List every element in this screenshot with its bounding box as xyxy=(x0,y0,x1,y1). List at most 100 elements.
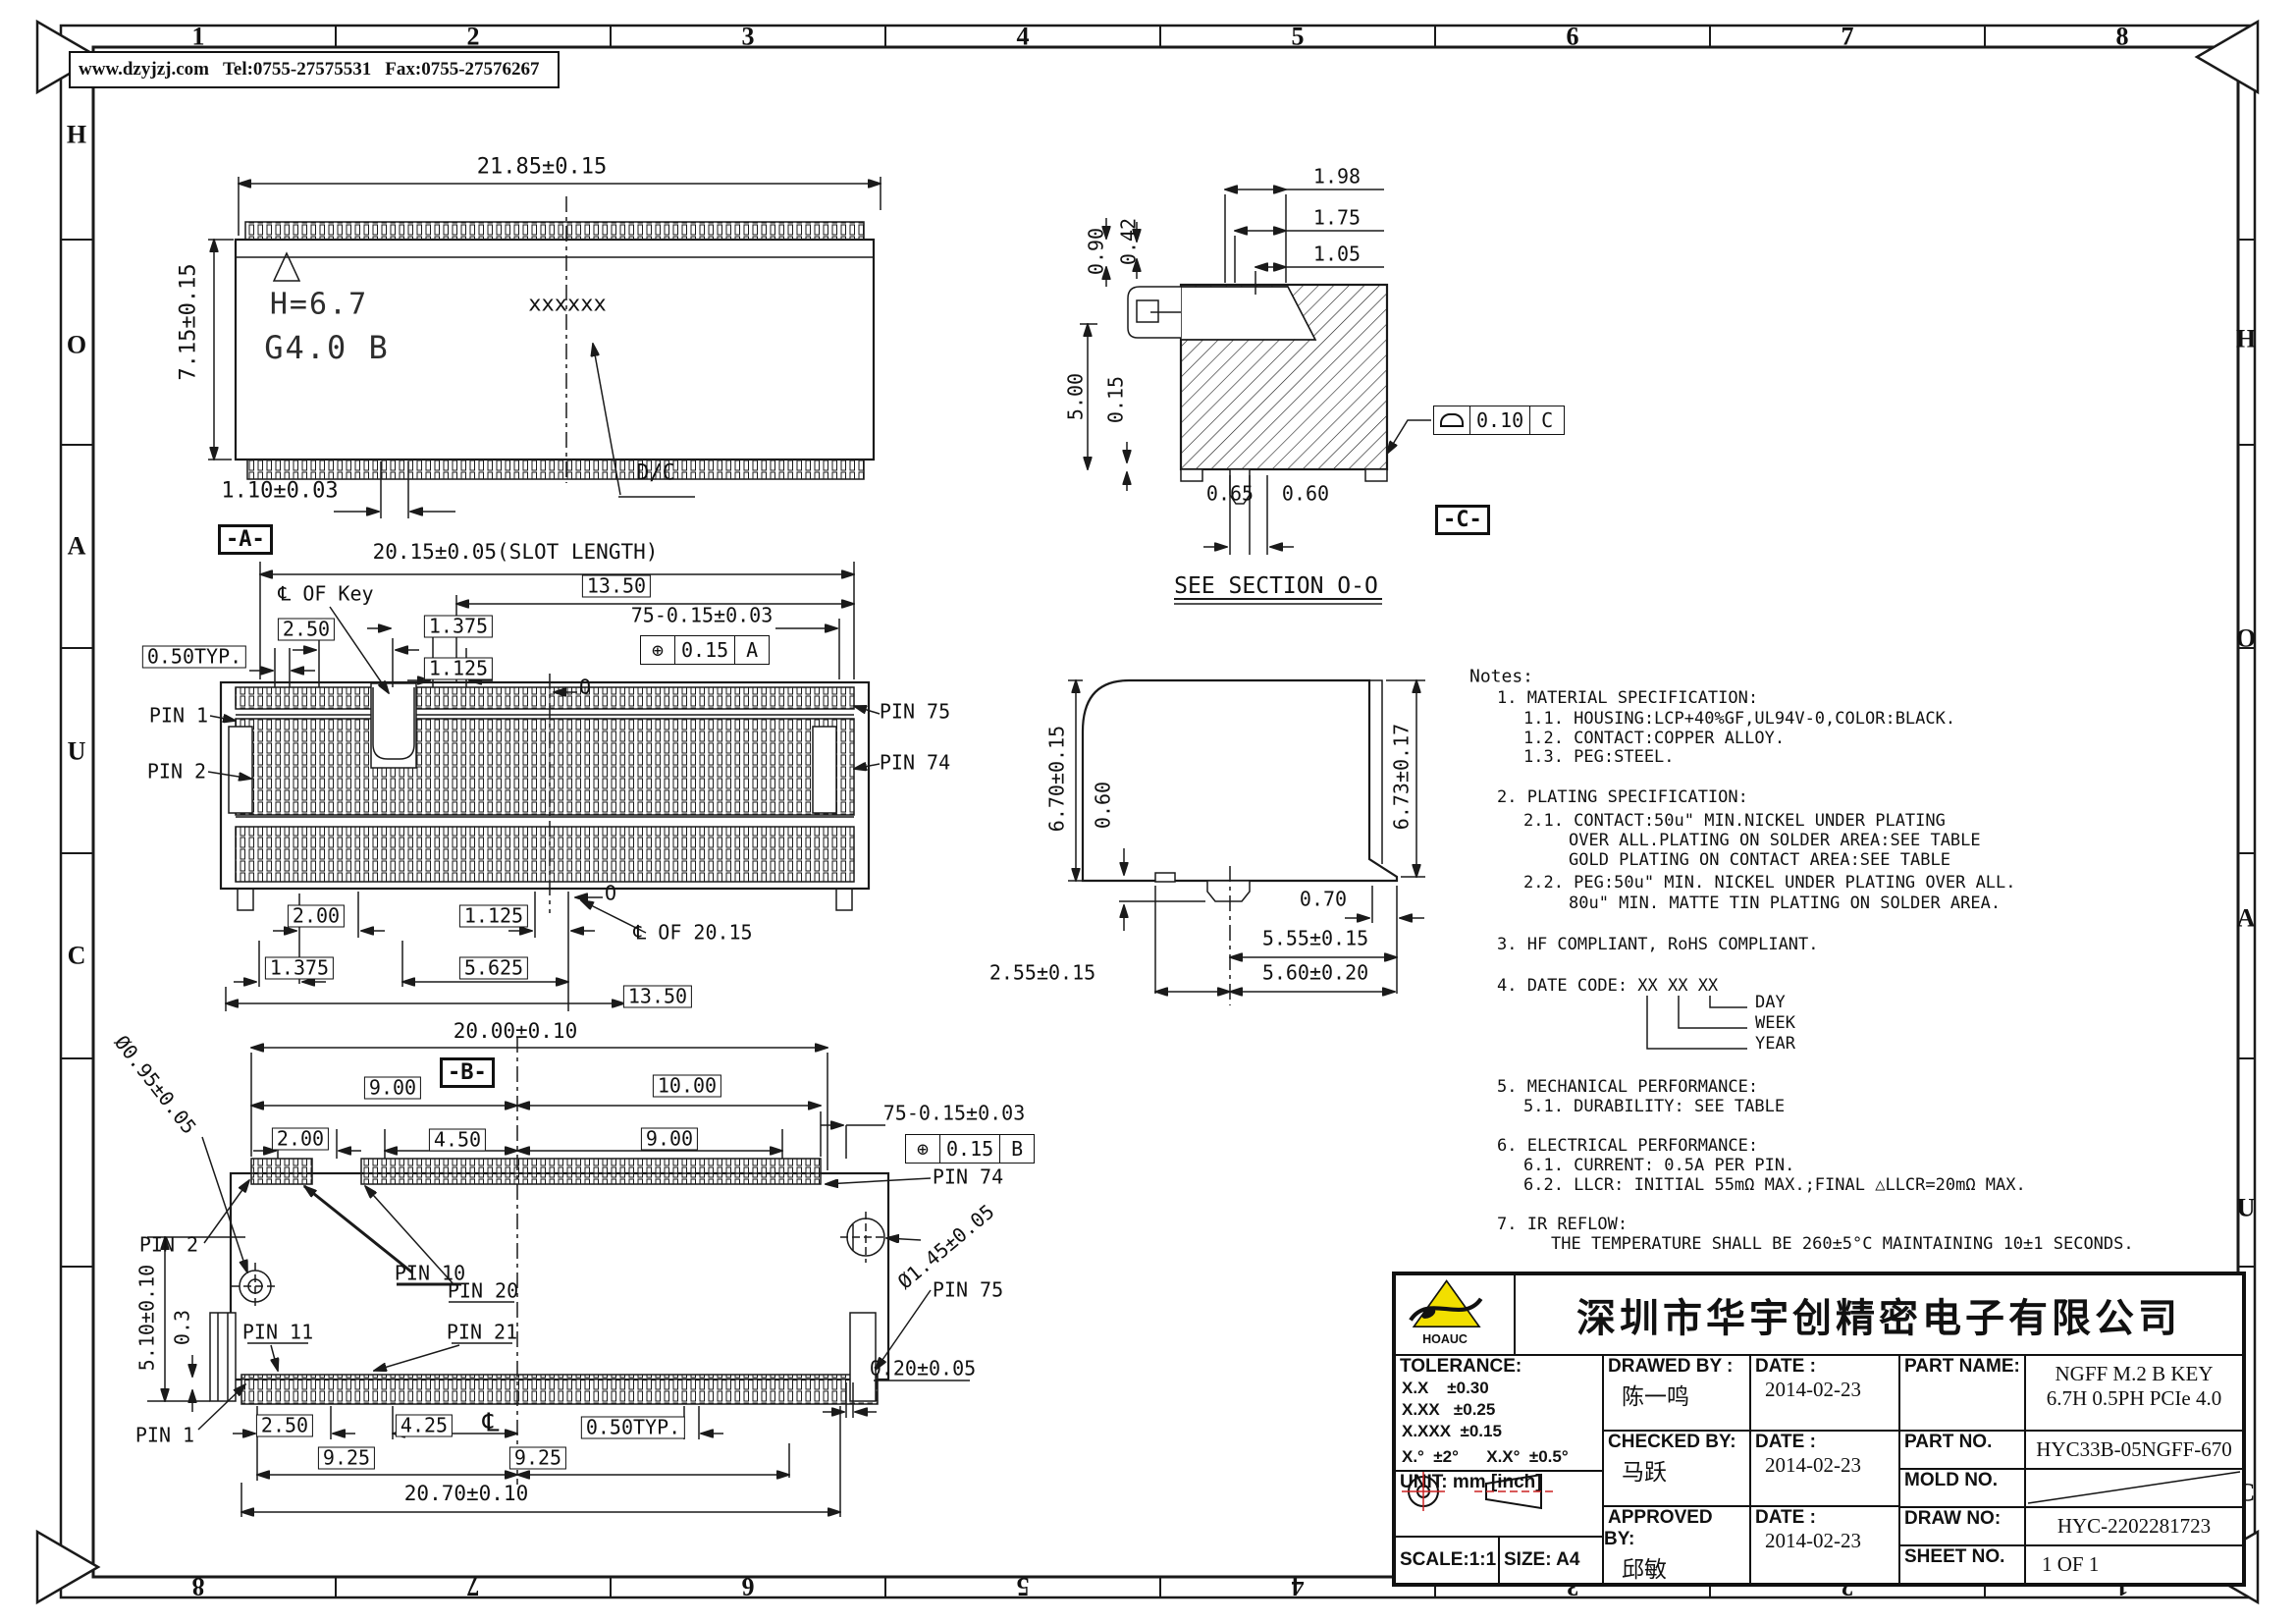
dim-a-1350-bot: 13.50 xyxy=(622,985,693,1008)
note-1-1: 1.1. HOUSING:LCP+40%GF,UL94V-0,COLOR:BLA… xyxy=(1523,709,1956,730)
dim-a-1375-top: 1.375 xyxy=(423,615,494,638)
part-name-line1: NGFF M.2 B KEY xyxy=(2055,1362,2214,1385)
note-3: 3. HF COMPLIANT, RoHS COMPLIANT. xyxy=(1497,935,1819,955)
dim-a-75: 75-0.15±0.03 xyxy=(630,603,774,627)
date2-cell: DATE : 2014-02-23 xyxy=(1750,1431,1899,1506)
datum-ref: C xyxy=(1530,406,1566,435)
note-2-1b: OVER ALL.PLATING ON SOLDER AREA:SEE TABL… xyxy=(1569,831,1981,851)
dim-front-pin: 1.10±0.03 xyxy=(221,478,339,504)
logo-text: HOAUC xyxy=(1422,1332,1468,1346)
note-1: 1. MATERIAL SPECIFICATION: xyxy=(1497,688,1759,709)
tolerance-value: 0.15 xyxy=(675,635,736,665)
dim-sec-090: 0.90 xyxy=(1084,227,1108,276)
note-2-1a: 2.1. CONTACT:50u" MIN.NICKEL UNDER PLATI… xyxy=(1523,811,1946,832)
dim-b-900-right: 9.00 xyxy=(640,1127,699,1151)
note-4: 4. DATE CODE: XX XX XX xyxy=(1497,976,1719,997)
tolerance-row: X.X ±0.30 xyxy=(1402,1379,1489,1397)
zone-left-h: H xyxy=(66,120,87,149)
front-marking-height: H=6.7 xyxy=(269,287,369,322)
dim-a-200: 2.00 xyxy=(287,904,346,928)
zone-top-6: 6 xyxy=(1566,22,1579,51)
note-5: 5. MECHANICAL PERFORMANCE: xyxy=(1497,1077,1759,1098)
dim-b-250: 2.50 xyxy=(255,1414,314,1437)
dim-b-450: 4.50 xyxy=(428,1128,487,1152)
label-b-pin75: PIN 75 xyxy=(932,1277,1004,1302)
dim-b-03: 0.3 xyxy=(170,1309,194,1346)
dim-side-255: 2.55±0.15 xyxy=(988,960,1096,985)
note-4-week: WEEK xyxy=(1755,1013,1795,1034)
dim-side-673: 6.73±0.17 xyxy=(1389,723,1414,831)
zone-right-h: H xyxy=(2235,324,2257,353)
datum-a: -A- xyxy=(218,524,273,555)
dim-a-5625: 5.625 xyxy=(458,956,529,980)
header-contact-bar: www.dzyjzj.com Tel:0755-27575531 Fax:075… xyxy=(69,51,560,88)
part-no-label: PART NO. xyxy=(1904,1432,1993,1452)
tolerance-value: 0.10 xyxy=(1470,406,1531,435)
zone-bottom-4: 5 xyxy=(1016,1572,1030,1601)
zone-bottom-2: 7 xyxy=(466,1572,480,1601)
dim-sec-175: 1.75 xyxy=(1312,205,1362,230)
sheet-no-label: SHEET NO. xyxy=(1904,1546,2005,1567)
dim-a-1125-bot: 1.125 xyxy=(458,904,529,928)
label-a-pin75: PIN 75 xyxy=(879,699,951,724)
mold-no-label-cell: MOLD NO. xyxy=(1899,1469,2025,1507)
zone-top-2: 2 xyxy=(466,22,480,51)
label-b-pin11: PIN 11 xyxy=(241,1320,314,1344)
note-4-day: DAY xyxy=(1755,993,1786,1013)
dim-sec-198: 1.98 xyxy=(1312,164,1362,189)
dim-front-width: 21.85±0.15 xyxy=(476,154,608,180)
tolerance-title: TOLERANCE: xyxy=(1400,1356,1522,1377)
company-url[interactable]: www.dzyjzj.com xyxy=(79,59,209,80)
part-name-label: PART NAME: xyxy=(1904,1356,2020,1377)
note-1-3: 1.3. PEG:STEEL. xyxy=(1523,747,1675,768)
view-a xyxy=(207,562,881,1011)
tolerance-cell: TOLERANCE: X.X ±0.30 X.XX ±0.25 X.XXX ±0… xyxy=(1395,1355,1603,1471)
dim-sec-060: 0.60 xyxy=(1281,481,1330,506)
label-a-pin74: PIN 74 xyxy=(879,750,951,775)
dim-a-1350-top: 13.50 xyxy=(581,574,652,598)
zone-top-1: 1 xyxy=(191,22,205,51)
tolerance-row: X.XX ±0.25 xyxy=(1402,1400,1496,1419)
draw-no-label-cell: DRAW NO: xyxy=(1899,1507,2025,1545)
label-b-cl: ℄ xyxy=(482,1408,500,1438)
datum-c: -C- xyxy=(1435,505,1490,535)
blank-diagonal xyxy=(2027,1471,2241,1504)
position-tolerance-frame-a: ⊕ 0.15 A xyxy=(640,635,771,665)
label-b-pin20: PIN 20 xyxy=(447,1278,519,1303)
dim-b-1000: 10.00 xyxy=(652,1074,722,1098)
approved-date: 2014-02-23 xyxy=(1765,1529,1861,1552)
dim-side-560: 5.60±0.20 xyxy=(1261,960,1369,985)
view-front xyxy=(208,177,881,518)
view-section-oo xyxy=(1080,189,1431,605)
note-6-1: 6.1. CURRENT: 0.5A PER PIN. xyxy=(1523,1156,1795,1176)
dim-sec-105: 1.05 xyxy=(1312,242,1362,266)
dim-b-75: 75-0.15±0.03 xyxy=(882,1101,1026,1125)
checked-by: 马跃 xyxy=(1622,1460,1667,1485)
datum-ref: A xyxy=(735,635,771,665)
dim-sec-015: 0.15 xyxy=(1103,375,1128,424)
date-label: DATE : xyxy=(1755,1507,1816,1528)
hoauc-logo-icon: HOAUC xyxy=(1409,1279,1483,1346)
front-marking-datecode: xxxxxx xyxy=(528,292,607,317)
checked-label: CHECKED BY: xyxy=(1608,1432,1736,1452)
zone-right-o: O xyxy=(2235,623,2257,653)
position-symbol-icon: ⊕ xyxy=(640,635,675,665)
note-7: 7. IR REFLOW: xyxy=(1497,1215,1629,1235)
checked-date: 2014-02-23 xyxy=(1765,1453,1861,1477)
dim-side-060: 0.60 xyxy=(1091,781,1115,830)
dim-b-050typ: 0.50TYP. xyxy=(580,1416,686,1439)
dim-b-2070: 20.70±0.10 xyxy=(403,1481,529,1505)
mold-no-value xyxy=(2025,1469,2243,1507)
label-a-cl2015: ℄ OF 20.15 xyxy=(633,920,753,945)
note-2-2a: 2.2. PEG:50u" MIN. NICKEL UNDER PLATING … xyxy=(1523,873,2016,893)
dim-a-slot: 20.15±0.05(SLOT LENGTH) xyxy=(372,539,659,564)
dim-b-425: 4.25 xyxy=(395,1414,454,1437)
profile-tolerance-frame-c: 0.10 C xyxy=(1433,406,1566,435)
zone-right-a: A xyxy=(2236,903,2256,933)
note-title: Notes: xyxy=(1469,666,1534,687)
label-a-clkey: ℄ OF Key xyxy=(278,581,374,606)
dim-a-1125-top: 1.125 xyxy=(423,657,494,680)
part-name-value-cell: NGFF M.2 B KEY 6.7H 0.5PH PCIe 4.0 xyxy=(2025,1355,2243,1431)
drawed-label: DRAWED BY : xyxy=(1608,1356,1734,1377)
